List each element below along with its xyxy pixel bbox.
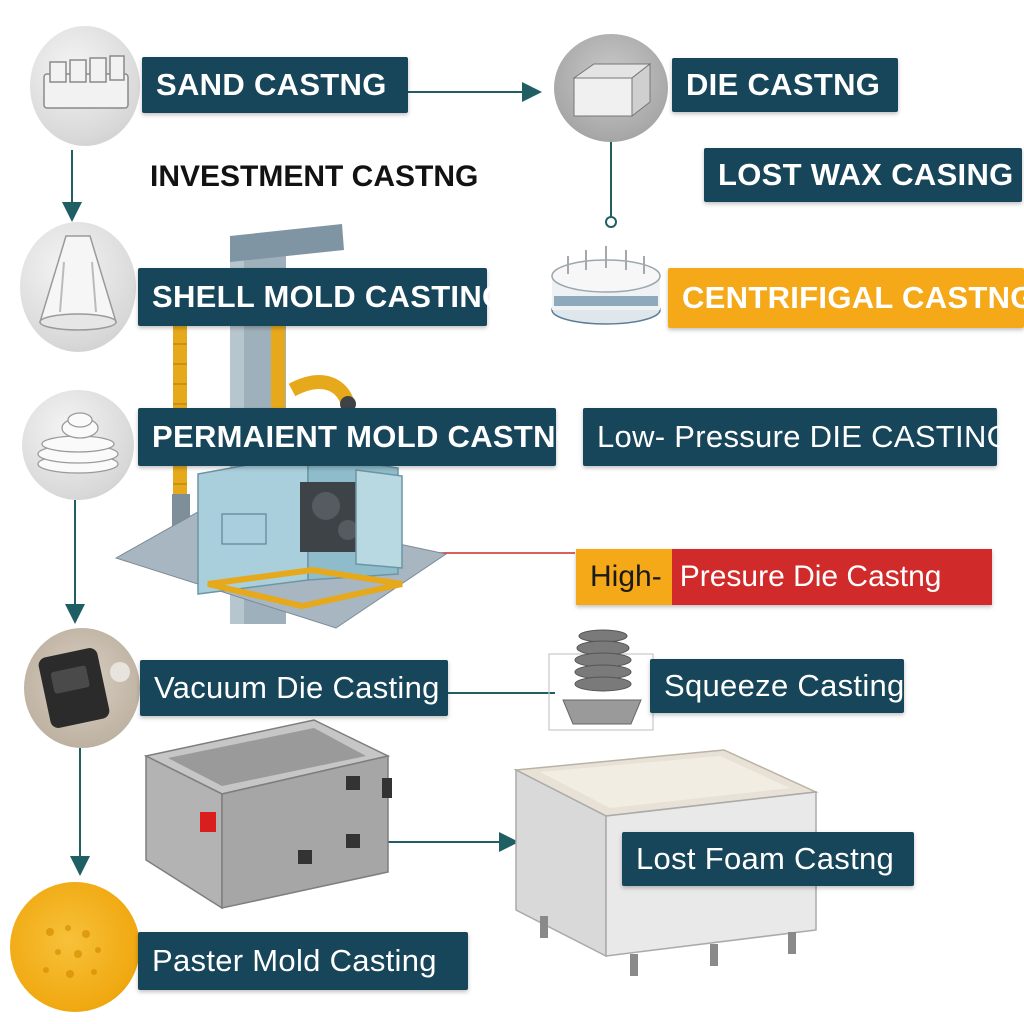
- label-squeeze-casting: Squeeze Casting: [650, 659, 904, 713]
- label-centrifugal-casting: CENTRIFIGAL CASTNG: [668, 268, 1024, 328]
- connector-node: [605, 216, 617, 228]
- squeeze-coil-icon: [545, 618, 657, 740]
- label-permanent-mold-casting: PERMAIENT MOLD CASTNG: [138, 408, 580, 466]
- label-investment-casting: INVESTMENT CASTNG: [150, 160, 479, 193]
- label-high-pressure-die-casting: High- Presure Die Castng: [576, 549, 992, 605]
- label-die-casting: DIE CASTNG: [672, 58, 898, 112]
- label-low-pressure-die-casting: Low- Pressure DIE CASTING: [583, 408, 1011, 466]
- sand-mold-icon: [30, 26, 140, 146]
- vacuum-die-device-icon: [24, 628, 140, 748]
- die-block-icon: [554, 34, 668, 142]
- label-high-pressure-suffix: Presure Die Castng: [671, 549, 992, 605]
- shell-mold-cone-icon: [20, 222, 136, 352]
- mold-box-illustration: [138, 712, 398, 912]
- label-lost-wax-casting: LOST WAX CASING: [704, 148, 1022, 202]
- label-vacuum-die-casting: Vacuum Die Casting: [140, 660, 448, 716]
- label-lost-foam-casting: Lost Foam Castng: [622, 832, 914, 886]
- label-high-pressure-prefix: High-: [576, 549, 672, 605]
- plaster-sponge-icon: [10, 882, 140, 1012]
- label-sand-casting: SAND CASTNG: [142, 57, 408, 113]
- label-shell-mold-casting: SHELL MOLD CASTING: [138, 268, 506, 326]
- centrifugal-drum-icon: [546, 232, 666, 342]
- label-plaster-mold-casting: Paster Mold Casting: [138, 932, 468, 990]
- permanent-mold-plates-icon: [22, 390, 134, 500]
